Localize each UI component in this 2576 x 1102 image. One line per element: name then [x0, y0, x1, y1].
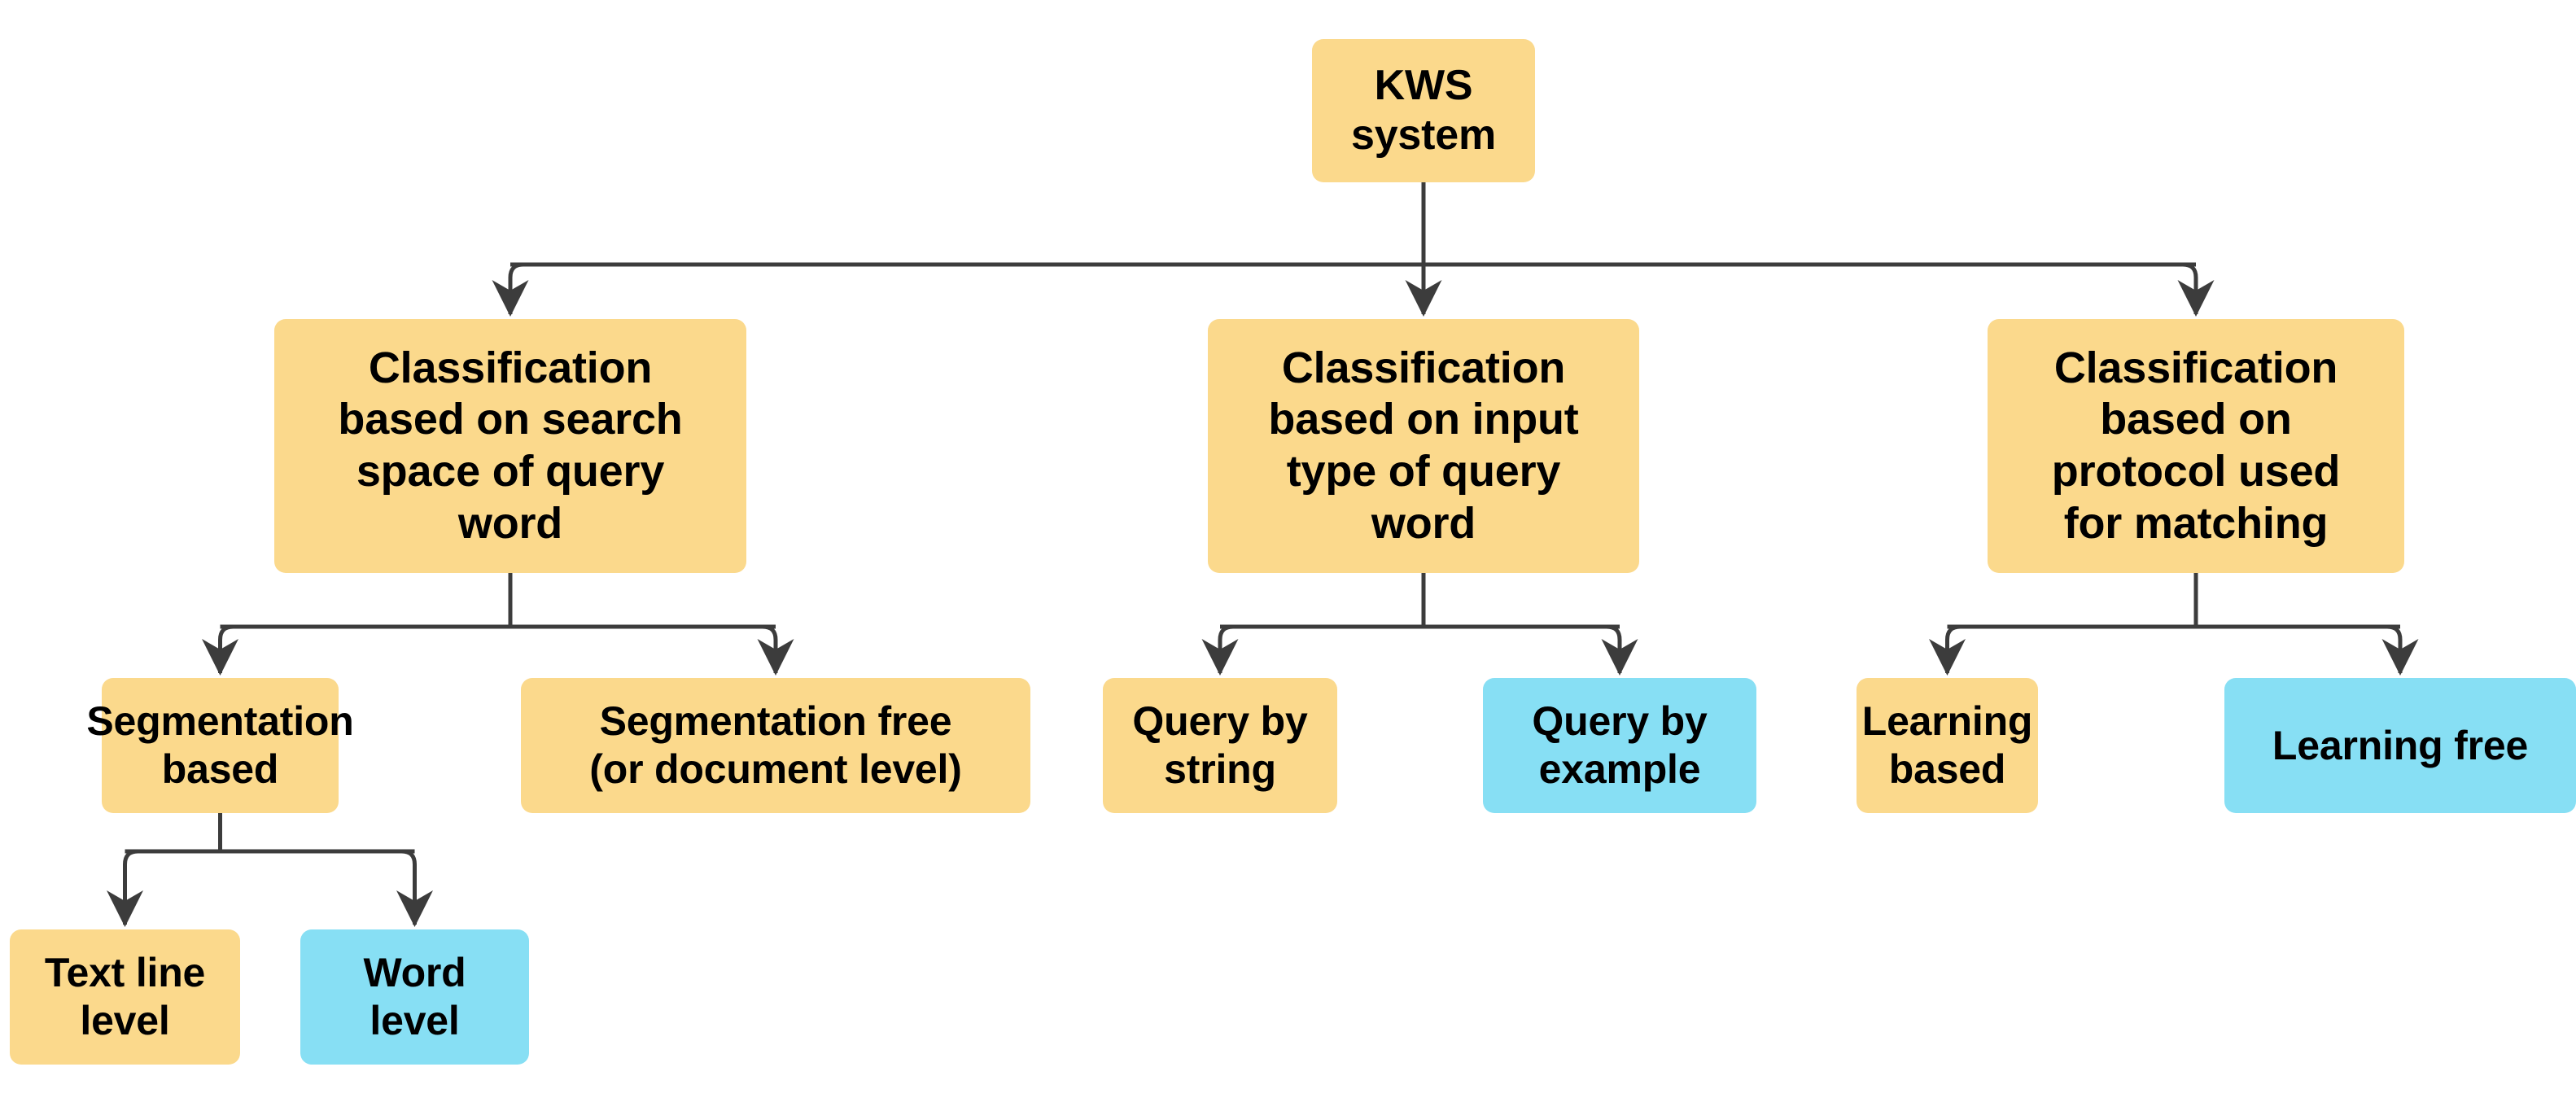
node-label: Learning based: [1861, 698, 2033, 792]
edge-group-root-fanout: [492, 182, 2215, 317]
node-segmentation-based[interactable]: Segmentation based: [86, 678, 354, 813]
node-label: Classification based on protocol used fo…: [2051, 343, 2341, 548]
node-learning-based[interactable]: Learning based: [1857, 678, 2038, 813]
node-branch-protocol[interactable]: Classification based on protocol used fo…: [1988, 319, 2404, 573]
node-branch-search-space[interactable]: Classification based on search space of …: [274, 319, 746, 573]
node-word-level[interactable]: Word level: [300, 929, 529, 1065]
node-query-by-string[interactable]: Query by string: [1103, 678, 1337, 813]
node-label: Classification based on input type of qu…: [1268, 343, 1579, 548]
node-root[interactable]: KWS system: [1312, 39, 1535, 182]
edge-group-protocol-fanout: [1929, 573, 2419, 676]
node-label: Query by example: [1532, 698, 1708, 792]
edge-group-segmentation-fanout: [107, 813, 433, 928]
edge-group-input-type-fanout: [1201, 573, 1638, 676]
node-label: Segmentation based: [86, 698, 354, 792]
node-learning-free[interactable]: Learning free: [2224, 678, 2576, 813]
node-label: Text line level: [44, 950, 206, 1043]
node-label: Query by string: [1132, 698, 1308, 792]
node-label: Segmentation free (or document level): [589, 698, 962, 792]
node-label: KWS system: [1350, 61, 1497, 159]
node-label: Classification based on search space of …: [338, 343, 683, 548]
node-query-by-example[interactable]: Query by example: [1483, 678, 1756, 813]
node-segmentation-free[interactable]: Segmentation free (or document level): [521, 678, 1030, 813]
node-label: Learning free: [2272, 722, 2529, 768]
node-label: Word level: [363, 950, 466, 1043]
node-branch-input-type[interactable]: Classification based on input type of qu…: [1208, 319, 1639, 573]
edge-group-search-space-fanout: [202, 573, 794, 676]
node-text-line-level[interactable]: Text line level: [10, 929, 240, 1065]
